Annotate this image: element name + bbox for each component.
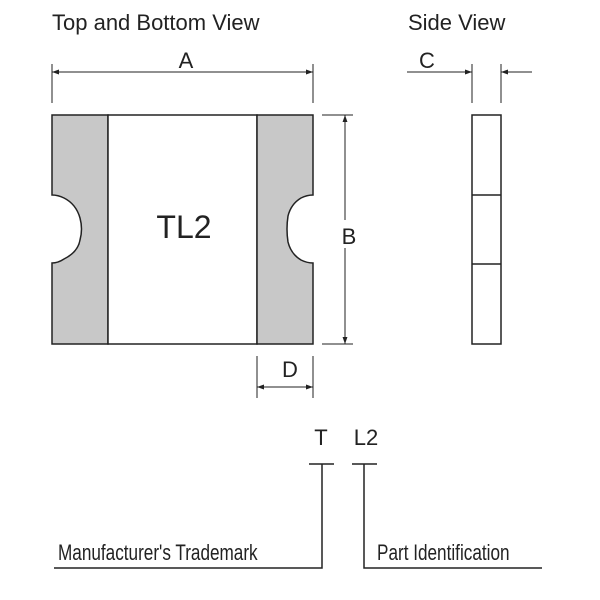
dimension-a: A bbox=[51, 48, 314, 103]
part-identification-label: Part Identification bbox=[377, 541, 510, 566]
top-bottom-view-title: Top and Bottom View bbox=[52, 10, 260, 35]
marking-legend: T L2 Manufacturer's Trademark Part Ident… bbox=[54, 425, 542, 569]
dimension-d-label: D bbox=[282, 357, 298, 382]
side-view-body bbox=[471, 114, 502, 345]
body-marking: TL2 bbox=[156, 209, 211, 245]
dimension-b-label: B bbox=[342, 224, 357, 249]
left-terminal bbox=[51, 114, 109, 345]
part-chars: L2 bbox=[354, 425, 378, 450]
dimension-c: C bbox=[407, 48, 532, 103]
top-view-body: TL2 bbox=[51, 114, 314, 345]
dimension-b: B bbox=[322, 114, 360, 345]
trademark-char: T bbox=[314, 425, 327, 450]
center-body bbox=[107, 114, 258, 345]
dimension-a-label: A bbox=[179, 48, 194, 73]
dimension-c-label: C bbox=[419, 48, 435, 73]
side-view-title: Side View bbox=[408, 10, 506, 35]
trademark-label: Manufacturer's Trademark bbox=[58, 541, 258, 566]
dimension-d: D bbox=[256, 356, 314, 398]
right-terminal bbox=[256, 114, 314, 345]
